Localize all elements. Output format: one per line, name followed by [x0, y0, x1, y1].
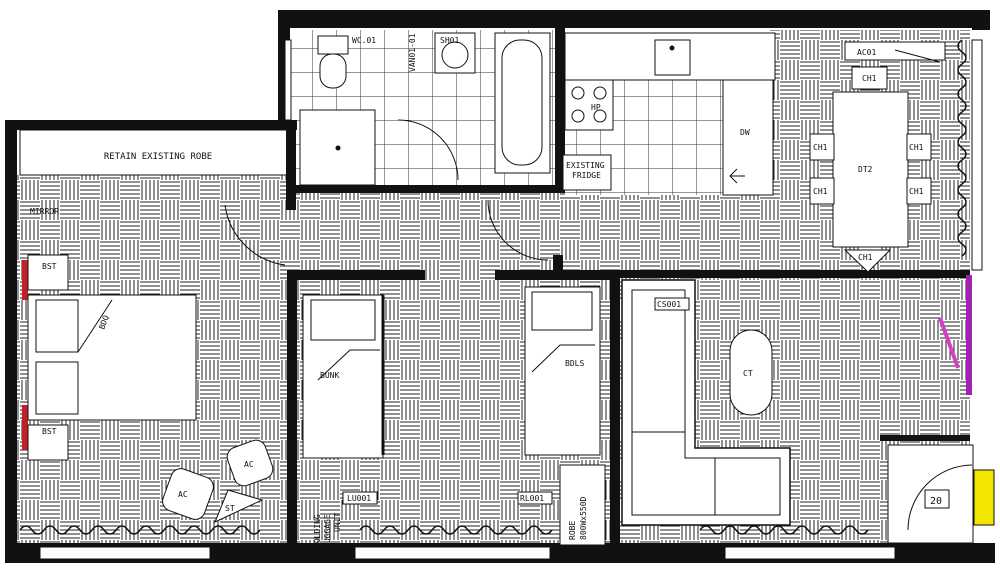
folding-unit-label-1: FOLDING — [313, 514, 322, 548]
curtain-bunkroom — [359, 525, 553, 535]
cs001-label: CS001 — [657, 300, 681, 309]
bst-bottom-label: BST — [42, 427, 57, 436]
coffee-table — [729, 329, 773, 416]
bed-single-label: BDLS — [565, 359, 584, 368]
lu001-tag — [342, 491, 378, 505]
single-bed: BDLS — [524, 286, 601, 456]
existing-robe — [19, 129, 291, 176]
wc01-label: WC.01 — [352, 36, 376, 45]
ch-right-1-label: CH1 — [909, 143, 924, 152]
unit-number: 20 — [930, 496, 942, 507]
entry-door — [887, 444, 995, 544]
st-label: ST — [225, 504, 235, 513]
folding-unit-label-2: LUGGAGE — [323, 514, 332, 548]
curtain-bedroom — [19, 525, 261, 535]
curtain-dining — [957, 39, 967, 257]
bunk-bed: BUNK — [302, 294, 385, 459]
bathroom-fixtures — [299, 32, 551, 186]
bst-top-label: BST — [42, 262, 57, 271]
hp-label: HP — [591, 103, 601, 112]
bunk-door-swing — [487, 199, 549, 261]
queen-bed: BDQ — [27, 294, 197, 421]
lu001-label: LU001 — [347, 494, 371, 503]
dw-label: DW — [740, 128, 750, 137]
ac-right-label: AC — [244, 460, 254, 469]
robe-label-1: ROBE — [568, 521, 577, 540]
kitchen-fixtures — [562, 32, 776, 196]
dt2-label: DT2 — [858, 165, 873, 174]
ch-top-label: CH1 — [862, 74, 877, 83]
armchairs: AC AC ST — [162, 439, 274, 523]
robe-unit — [559, 464, 606, 546]
cs001-tag — [654, 297, 690, 311]
dining-set — [809, 41, 946, 273]
windows — [39, 39, 983, 560]
bedside-light-bottom — [22, 405, 28, 450]
corner-sofa — [621, 279, 791, 526]
fridge-label-2: FRIDGE — [572, 171, 601, 180]
tv-unit — [966, 275, 972, 395]
sh01-label: SH01 — [440, 36, 459, 45]
bedside-table-bottom — [27, 424, 69, 461]
ch-bottom-label: CH1 — [858, 253, 873, 262]
bedside-light-top — [22, 260, 28, 300]
ch-left-1-label: CH1 — [813, 143, 828, 152]
mirror-label: MIRROR — [30, 207, 59, 216]
van01-label: VAN01-01 — [408, 33, 417, 72]
ac01-label: AC01 — [857, 48, 876, 57]
tv-screen — [938, 317, 960, 369]
folding-unit-label-3: UNIT — [333, 513, 342, 532]
ch-left-2-label: CH1 — [813, 187, 828, 196]
retain-robe-label: RETAIN EXISTING ROBE — [104, 152, 212, 162]
bunk-label: BUNK — [320, 371, 339, 380]
ct-label: CT — [743, 369, 753, 378]
rl001-tag — [517, 491, 553, 505]
robe-label-2: 800Wx550D — [579, 496, 588, 540]
ch-right-2-label: CH1 — [909, 187, 924, 196]
bedroom-door-swing — [224, 204, 286, 266]
fridge-label-1: EXISTING — [566, 161, 605, 170]
curtain-living — [699, 525, 869, 535]
bedside-table-top — [27, 254, 69, 291]
rl001-label: RL001 — [520, 494, 544, 503]
ac-left-label: AC — [178, 490, 188, 499]
